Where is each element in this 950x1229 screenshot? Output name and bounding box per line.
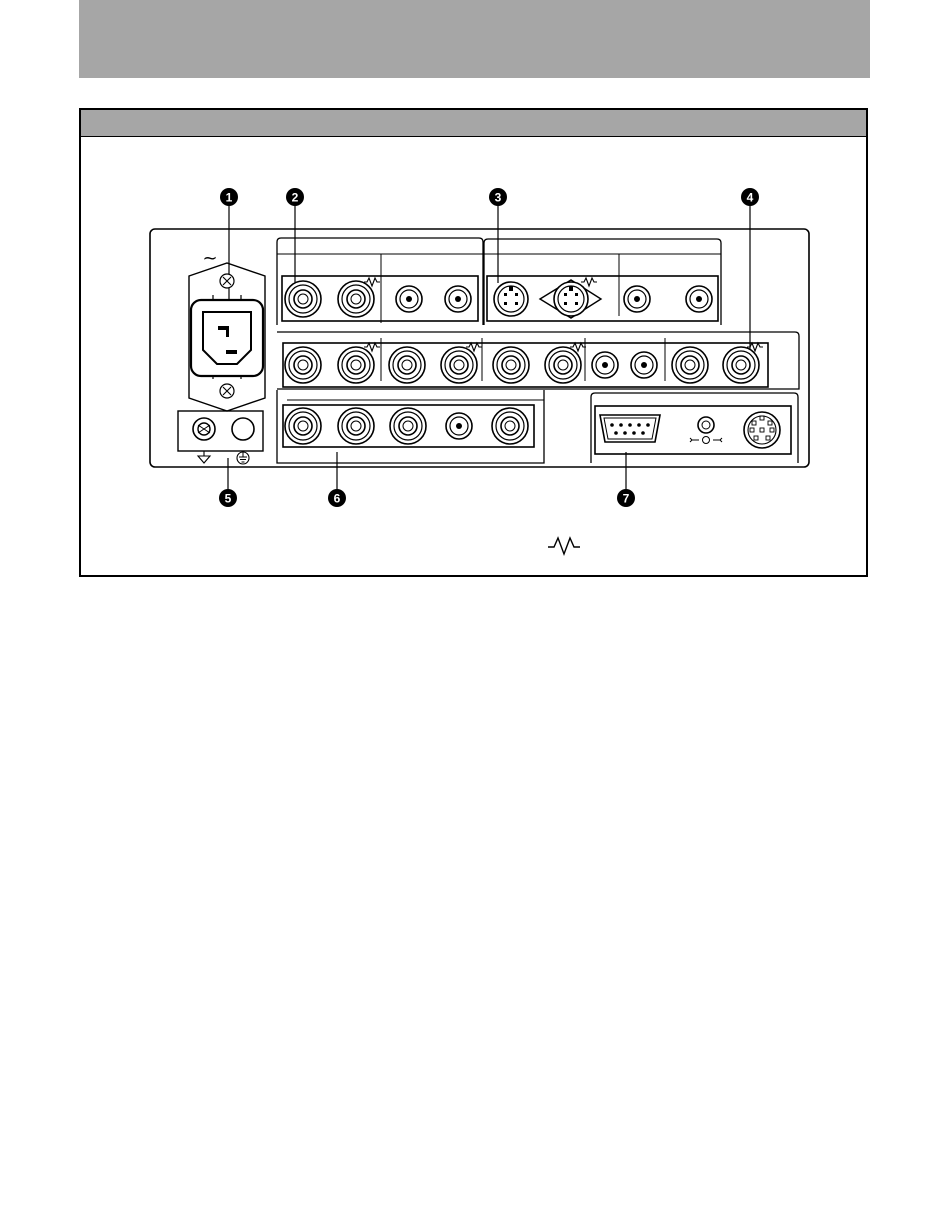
ac-symbol: ~ (202, 248, 217, 269)
svg-text:2: 2 (292, 191, 299, 205)
svg-text:5: 5 (225, 492, 232, 506)
ac-power-inlet (189, 263, 265, 411)
svg-text:1: 1 (226, 191, 233, 205)
control-connector-block (591, 393, 798, 463)
callout-3: 3 (489, 188, 507, 283)
impedance-symbol-legend (548, 538, 580, 554)
svg-text:4: 4 (747, 191, 754, 205)
component-connector-row (277, 332, 799, 389)
rgb-connector-row (277, 390, 544, 463)
callout-4: 4 (741, 188, 759, 349)
callout-6: 6 (328, 452, 346, 507)
ground-terminals (178, 411, 263, 464)
svg-text:3: 3 (495, 191, 502, 205)
callout-2: 2 (286, 188, 304, 284)
callout-5: 5 (219, 458, 237, 507)
s-video-connector-block (484, 239, 721, 325)
svg-text:6: 6 (334, 492, 341, 506)
svg-text:7: 7 (623, 492, 630, 506)
video-connector-block-1 (277, 238, 483, 325)
callout-7: 7 (617, 452, 635, 507)
